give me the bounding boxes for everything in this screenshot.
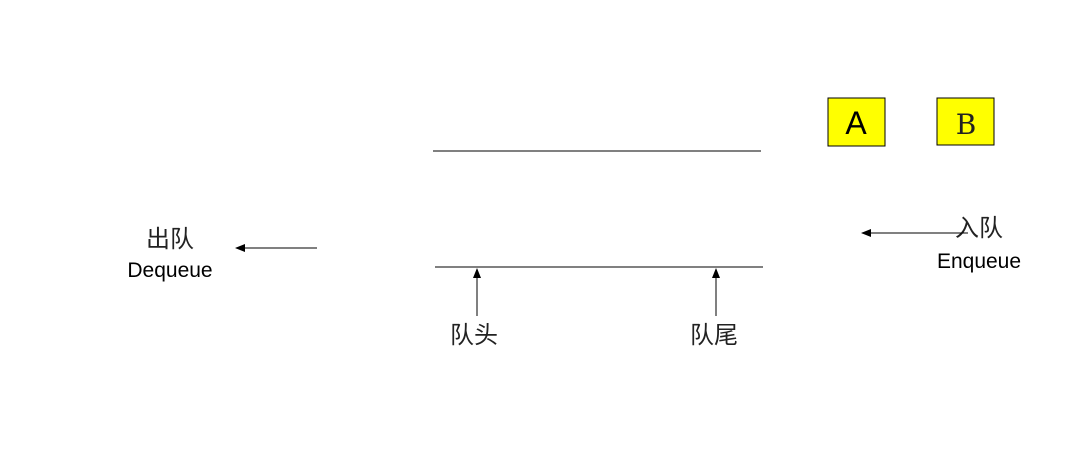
- element-a-box: [827, 97, 886, 147]
- element-b-label: B: [956, 108, 977, 141]
- enqueue-cn-label: 入队: [955, 214, 1003, 242]
- tail-label: 队尾: [690, 321, 738, 349]
- element-a-label: A: [845, 105, 867, 141]
- dequeue-en-label: Dequeue: [127, 259, 212, 282]
- dequeue-cn-label: 出队: [146, 225, 194, 253]
- element-b-box: [936, 97, 995, 146]
- head-label: 队头: [450, 321, 498, 349]
- enqueue-en-label: Enqueue: [937, 250, 1021, 273]
